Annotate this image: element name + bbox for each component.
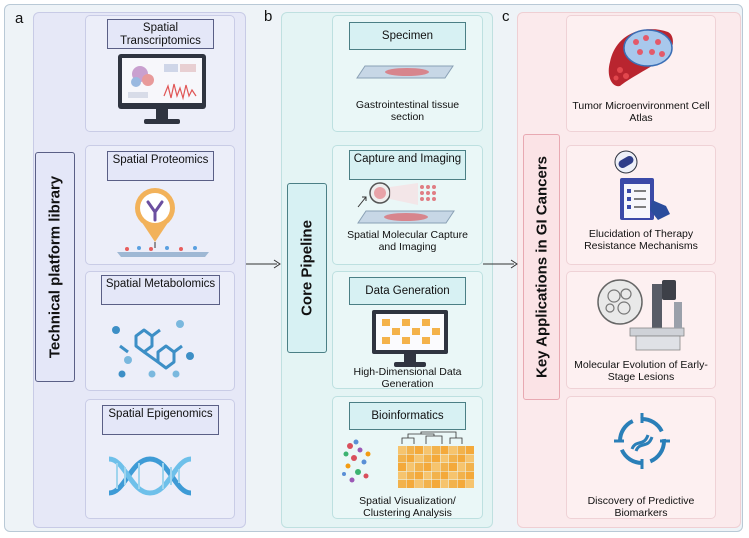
antibody-icon	[117, 188, 209, 257]
key-applications-label: Key Applications in GI Cancers	[523, 134, 560, 400]
panel-label-b: b	[264, 8, 273, 25]
heatmap-cell	[415, 446, 423, 454]
platform-title: Spatial Epigenomics	[102, 405, 219, 435]
heatmap-cell	[398, 446, 406, 454]
heatmap-cell	[423, 471, 432, 480]
pipeline-title: Data Generation	[349, 277, 466, 305]
tumor-vessel-icon	[608, 29, 673, 87]
heatmap-cell	[466, 446, 474, 454]
platform-library-label: Technical platform library	[35, 152, 75, 382]
pipeline-title: Bioinformatics	[349, 402, 466, 430]
microscope-icon	[597, 279, 685, 351]
panel-label-a: a	[15, 10, 24, 27]
heatmap-cell	[440, 471, 449, 480]
platform-title: Spatial Metabolomics	[101, 275, 220, 305]
application-caption: Molecular Evolution of Early-Stage Lesio…	[574, 359, 708, 383]
platform-title: Spatial Proteomics	[107, 151, 214, 181]
panel-label-c: c	[502, 8, 510, 25]
heatmap-monitor-icon	[372, 310, 448, 367]
heatmap-cell	[466, 480, 474, 488]
heatmap-cell	[406, 454, 415, 463]
heatmap-cell	[440, 463, 449, 471]
heatmap-cell	[440, 480, 449, 488]
biomarker-target-icon	[614, 413, 670, 469]
core-pipeline-label: Core Pipeline	[287, 183, 327, 353]
heatmap-cell	[449, 463, 457, 471]
heatmap-cell	[457, 463, 466, 471]
heatmap-cell	[423, 454, 432, 463]
pipeline-caption: Gastrointestinal tissue section	[355, 99, 460, 123]
monitor-icon	[118, 54, 206, 124]
heatmap-cell	[449, 446, 457, 454]
heatmap-cell	[398, 463, 406, 471]
arrow-right-icon	[483, 259, 518, 269]
heatmap-cell	[432, 446, 440, 454]
heatmap-cell	[398, 471, 406, 480]
pipeline-title: Capture and Imaging	[349, 150, 466, 180]
pipeline-caption: High-Dimensional Data Generation	[353, 366, 462, 390]
pipeline-caption: Spatial Molecular Capture and Imaging	[347, 229, 468, 253]
heatmap-cell	[457, 446, 466, 454]
application-caption: Discovery of Predictive Biomarkers	[587, 495, 695, 519]
application-card-early-lesions	[566, 271, 716, 389]
heatmap-cell	[449, 454, 457, 463]
cluster-heatmap-icon	[342, 431, 474, 488]
heatmap-cell	[423, 463, 432, 471]
heatmap-cell	[415, 480, 423, 488]
application-card-biomarkers	[566, 396, 716, 519]
heatmap-cell	[457, 471, 466, 480]
heatmap-cell	[432, 480, 440, 488]
heatmap-cell	[423, 446, 432, 454]
heatmap-cell	[406, 463, 415, 471]
imaging-icon	[357, 182, 455, 224]
arrow-right-icon	[246, 259, 281, 269]
molecules-icon	[112, 320, 194, 378]
heatmap-cell	[466, 471, 474, 480]
platform-title: Spatial Transcriptomics	[107, 19, 214, 49]
dna-helix-icon	[108, 456, 192, 496]
heatmap-cell	[432, 471, 440, 480]
heatmap-cell	[440, 454, 449, 463]
heatmap-cell	[432, 463, 440, 471]
application-caption: Elucidation of Therapy Resistance Mechan…	[584, 228, 698, 252]
heatmap-cell	[398, 480, 406, 488]
heatmap-cell	[406, 471, 415, 480]
heatmap-cell	[440, 446, 449, 454]
tissue-slide-icon	[356, 65, 454, 79]
heatmap-cell	[423, 480, 432, 488]
pipeline-title: Specimen	[349, 22, 466, 50]
heatmap-cell	[457, 480, 466, 488]
heatmap-cell	[415, 471, 423, 480]
heatmap-cell	[406, 480, 415, 488]
heatmap-cell	[449, 471, 457, 480]
heatmap-cell	[466, 463, 474, 471]
heatmap-cell	[406, 446, 415, 454]
heatmap-cell	[432, 454, 440, 463]
heatmap-cell	[398, 454, 406, 463]
heatmap-cell	[415, 454, 423, 463]
heatmap-cell	[449, 480, 457, 488]
drug-clipboard-icon	[614, 150, 670, 220]
application-caption: Tumor Microenvironment Cell Atlas	[572, 100, 710, 124]
heatmap-cell	[457, 454, 466, 463]
heatmap-cell	[466, 454, 474, 463]
heatmap-cell	[415, 463, 423, 471]
pipeline-caption: Spatial Visualization/ Clustering Analys…	[359, 495, 456, 519]
